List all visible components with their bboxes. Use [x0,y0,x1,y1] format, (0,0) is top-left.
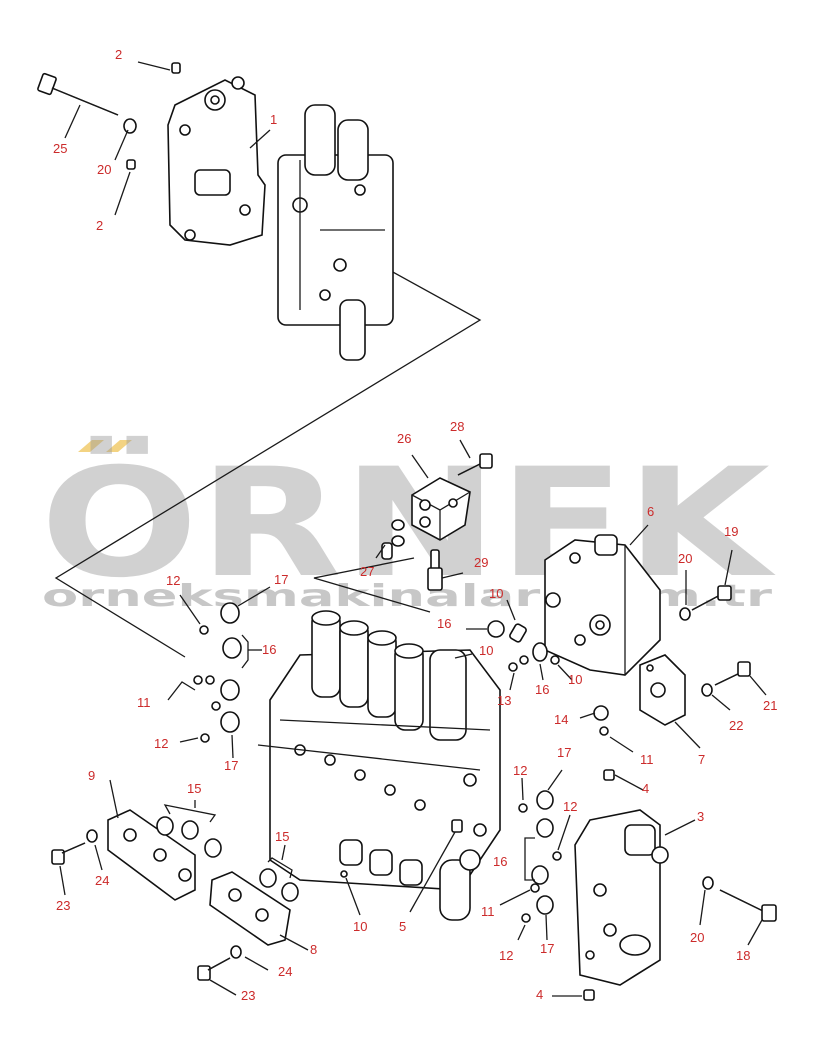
plug-4-top [603,769,615,781]
left-end-cover [167,76,266,246]
callout-8: 8 [310,942,317,957]
washer-20-bottom [702,876,714,890]
callout-4-bottom: 4 [536,987,543,1002]
callout-1: 1 [270,112,277,127]
block-9 [107,809,196,901]
watermark-accent-right [106,440,132,452]
bolt-18 [719,889,777,922]
end-cover-6 [544,534,661,676]
callout-12-e: 12 [499,948,513,963]
reference-line-center [313,557,431,613]
washer-22 [701,683,713,697]
callout-10-c: 10 [568,672,582,687]
callout-12-d: 12 [563,799,577,814]
callout-17-a: 17 [274,572,288,587]
bolt-19 [691,585,732,611]
callout-27: 27 [360,564,374,579]
callout-15-b: 15 [275,829,289,844]
callout-21: 21 [763,698,777,713]
callout-15-a: 15 [187,781,201,796]
block-8 [209,871,291,946]
washer-20-right [679,607,691,621]
callout-6: 6 [647,504,654,519]
callout-25: 25 [53,141,67,156]
main-valve-block [257,610,501,921]
plug-4-bottom [583,989,595,1001]
callout-9: 9 [88,768,95,783]
washer-24-left [86,829,98,843]
callout-24-a: 24 [95,873,109,888]
watermark: ÖRNEK orneksmakinalari.com.tr [40,435,776,614]
callout-16-d: 16 [493,854,507,869]
callout-16-a: 16 [262,642,276,657]
callout-11-b: 11 [640,752,654,767]
stud-5 [451,819,463,833]
watermark-site-text: orneksmakinalari.com.tr [42,579,772,614]
callout-3: 3 [697,809,704,824]
callout-12-c: 12 [513,763,527,778]
callout-19: 19 [724,524,738,539]
callout-14: 14 [554,712,568,727]
block-26 [411,477,471,541]
plate-7 [639,654,686,726]
plug-2-top [171,62,181,74]
callout-10-b: 10 [479,643,493,658]
callout-labels: 2 1 2 20 25 26 28 27 29 6 19 20 21 22 7 … [53,47,777,1003]
bolt-28 [457,453,493,476]
callout-17-c: 17 [557,745,571,760]
callout-10-a: 10 [489,586,503,601]
bolt-25 [37,72,119,116]
callout-11-a: 11 [137,695,151,710]
callout-28: 28 [450,419,464,434]
callout-20-right: 20 [678,551,692,566]
end-cover-3 [574,809,669,986]
watermark-accent-left [78,440,104,452]
callout-23-a: 23 [56,898,70,913]
callout-12-b: 12 [154,736,168,751]
callout-5: 5 [399,919,406,934]
plug-2-left [126,159,136,170]
callout-10-d: 10 [353,919,367,934]
callout-18: 18 [736,948,750,963]
callout-17-b: 17 [224,758,238,773]
callout-20-top: 20 [97,162,111,177]
callout-20-bottom: 20 [690,930,704,945]
callout-12-a: 12 [166,573,180,588]
callout-16-c: 16 [535,682,549,697]
callout-13: 13 [497,693,511,708]
seal-rings [156,602,609,923]
callout-26: 26 [397,431,411,446]
callout-2-left: 2 [96,218,103,233]
washer-20-top [123,118,137,134]
leader-lines [59,61,767,997]
callout-17-d: 17 [540,941,554,956]
bolt-21 [714,661,751,686]
callout-11-c: 11 [481,904,495,919]
callout-7: 7 [698,752,705,767]
callout-23-b: 23 [241,988,255,1003]
callout-2-top: 2 [115,47,122,62]
callout-4-top: 4 [642,781,649,796]
upper-valve-assembly [277,104,394,361]
bolt-23-left [51,842,86,865]
callout-29: 29 [474,555,488,570]
callout-22: 22 [729,718,743,733]
bolt-23-bottom [197,957,231,981]
reference-lines [54,242,482,658]
reference-line-left [54,242,482,658]
oring-27 [381,519,405,560]
callout-16-b: 16 [437,616,451,631]
callout-24-b: 24 [278,964,292,979]
washer-24-bottom [230,945,242,959]
plug-29 [427,549,443,591]
